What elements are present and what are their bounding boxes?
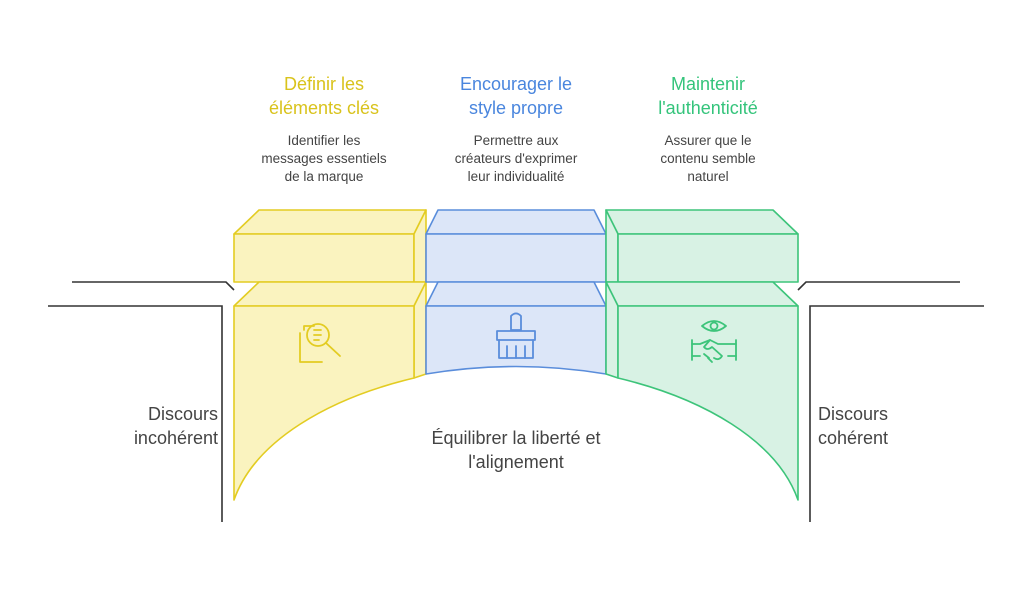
green-upper-front [617,233,799,283]
green-title: Maintenir l'authenticité [658,74,758,118]
yellow-upper-top [233,209,427,235]
blue-description: Permettre aux créateurs d'exprimer leur … [454,133,578,184]
left-upper-ground [72,281,235,291]
ground-lines [48,281,984,522]
yellow-upper-front [233,233,415,283]
blue-upper-front [425,233,607,283]
yellow-block [233,209,427,501]
yellow-arch-front [233,305,415,501]
right-lower-ground [809,305,984,522]
blue-upper-top [425,209,607,235]
green-description: Assurer que le contenu semble naturel [660,133,756,184]
right-label: Discours cohérent [818,404,889,448]
green-block [605,209,799,501]
green-arch-front [617,305,799,501]
paintbrush-icon [496,312,536,359]
center-label: Équilibrer la liberté et l'alignement [431,428,601,472]
right-upper-ground [797,281,960,291]
left-label: Discours incohérent [133,404,218,448]
green-lower-top [605,281,799,307]
blue-title: Encourager le style propre [459,74,573,118]
yellow-description: Identifier les messages essentiels de la… [261,133,387,184]
green-upper-top [605,209,799,235]
yellow-title: Définir les éléments clés [268,74,380,118]
left-lower-ground [48,305,223,522]
yellow-lower-top [233,281,427,307]
eye-handshake-icon [691,320,737,363]
search-document-icon [299,323,341,363]
blue-lower-top [425,281,607,307]
